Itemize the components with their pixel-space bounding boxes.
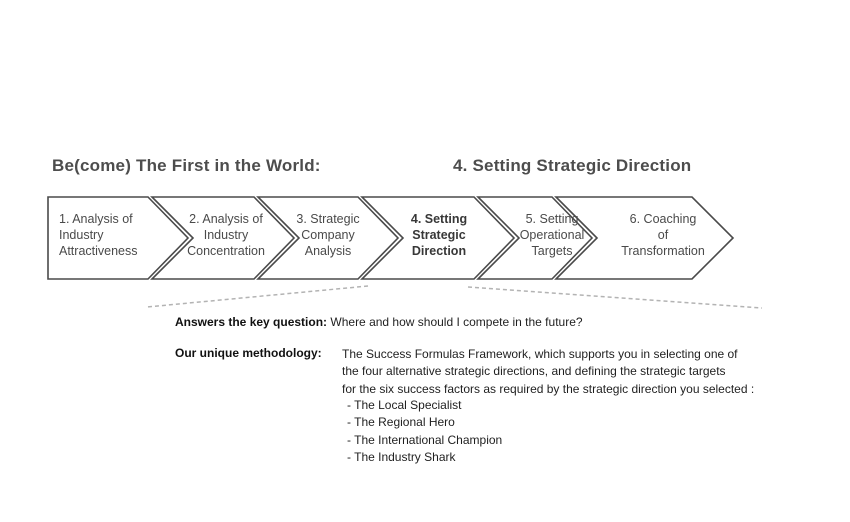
strategy-option: - The Local Specialist bbox=[347, 398, 462, 412]
step-label-6: 6. Coaching of Transformation bbox=[621, 212, 705, 258]
strategy-option: - The International Champion bbox=[347, 432, 503, 447]
step-label-5: 5. Setting Operational Targets bbox=[519, 212, 585, 258]
key-question-row: Answers the key question: Where and how … bbox=[175, 315, 775, 329]
strategy-options-list: - The Local Specialist - The Regional He… bbox=[347, 397, 502, 466]
callout-connector-right bbox=[467, 286, 763, 309]
key-question-label: Answers the key question: bbox=[175, 315, 328, 329]
slide-title-right: 4. Setting Strategic Direction bbox=[453, 156, 692, 175]
step-label-1: 1. Analysis of Industry Attractiveness bbox=[59, 212, 138, 258]
key-question-text: Where and how should I compete in the fu… bbox=[330, 315, 583, 329]
strategy-option: - The Regional Hero bbox=[347, 415, 455, 430]
step-label-4: 4. Setting Strategic Direction bbox=[410, 212, 468, 258]
callout-connector-left bbox=[146, 285, 369, 308]
slide-title-left: Be(come) The First in the World: bbox=[52, 156, 321, 175]
methodology-label: Our unique methodology: bbox=[175, 346, 322, 360]
step-label-2: 2. Analysis of Industry Concentration bbox=[187, 212, 265, 258]
methodology-text: The Success Formulas Framework, which su… bbox=[342, 347, 755, 396]
step-label-3: 3. Strategic Company Analysis bbox=[296, 212, 360, 258]
strategy-option: - The Industry Shark bbox=[347, 449, 456, 464]
